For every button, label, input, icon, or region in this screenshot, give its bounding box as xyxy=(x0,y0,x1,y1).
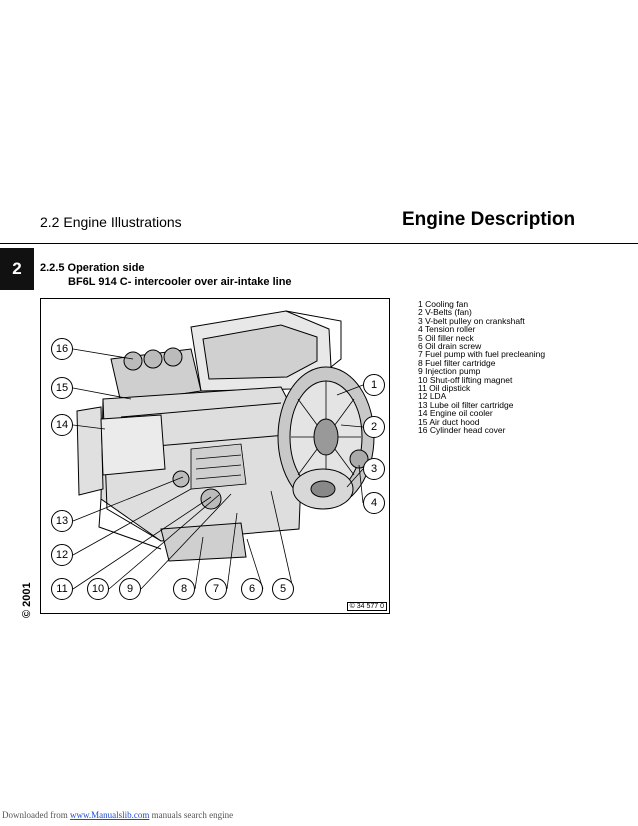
callout-10: 10 xyxy=(87,578,109,600)
legend-item: 9 Injection pump xyxy=(418,366,481,377)
callout-9: 9 xyxy=(119,578,141,600)
manualslib-link[interactable]: www.Manualslib.com xyxy=(69,810,150,820)
callout-4: 4 xyxy=(363,492,385,514)
legend-item: 5 Oil filler neck xyxy=(418,332,474,343)
footer-suffix: manuals search engine xyxy=(149,810,234,820)
callout-2: 2 xyxy=(363,416,385,438)
callout-13: 13 xyxy=(51,510,73,532)
footer: Downloaded from www.Manualslib.com manua… xyxy=(2,810,233,820)
legend-item: 10 Shut-off lifting magnet xyxy=(418,374,513,385)
callout-5: 5 xyxy=(272,578,294,600)
legend-item: 8 Fuel filter cartridge xyxy=(418,357,496,368)
subsection-title: 2.2.5 Operation side xyxy=(40,262,145,274)
chapter-title: Engine Description xyxy=(402,209,576,230)
callout-14: 14 xyxy=(51,414,73,436)
callout-3: 3 xyxy=(363,458,385,480)
legend-item: 4 Tension roller xyxy=(418,324,476,335)
callout-6: 6 xyxy=(241,578,263,600)
callout-11: 11 xyxy=(51,578,73,600)
footer-prefix: Downloaded from xyxy=(2,810,70,820)
copyright-notice: © 2001 xyxy=(21,582,33,618)
engine-illustration: 16 15 14 13 12 11 10 9 8 7 6 5 1 2 3 4 ©… xyxy=(40,298,390,614)
legend-item: 14 Engine oil cooler xyxy=(418,408,493,419)
legend-item: 13 Lube oil filter cartridge xyxy=(418,399,514,410)
chapter-tab: 2 xyxy=(0,248,34,290)
callout-12: 12 xyxy=(51,544,73,566)
legend-item: 6 Oil drain screw xyxy=(418,341,482,352)
legend-item: 3 V-belt pulley on crankshaft xyxy=(418,315,525,326)
callout-16: 16 xyxy=(51,338,73,360)
legend-item: 11 Oil dipstick xyxy=(418,383,471,394)
callout-15: 15 xyxy=(51,377,73,399)
parts-legend: 1 Cooling fan 2 V-Belts (fan) 3 V-belt p… xyxy=(418,300,545,435)
header-divider xyxy=(0,243,638,244)
figure-reference: © 34 577 0 xyxy=(346,602,387,611)
legend-item: 7 Fuel pump with fuel precleaning xyxy=(418,349,546,360)
callout-1: 1 xyxy=(363,374,385,396)
engine-model: BF6L 914 C- intercooler over air-intake … xyxy=(68,276,292,288)
callout-8: 8 xyxy=(173,578,195,600)
legend-item: 1 Cooling fan xyxy=(418,299,469,309)
legend-item: 16 Cylinder head cover xyxy=(418,425,506,436)
engine-drawing xyxy=(72,310,375,590)
callout-7: 7 xyxy=(205,578,227,600)
legend-item: 12 LDA xyxy=(418,391,447,402)
section-title: 2.2 Engine Illustrations xyxy=(40,214,182,230)
legend-item: 15 Air duct hood xyxy=(418,416,480,427)
legend-item: 2 V-Belts (fan) xyxy=(418,307,472,318)
